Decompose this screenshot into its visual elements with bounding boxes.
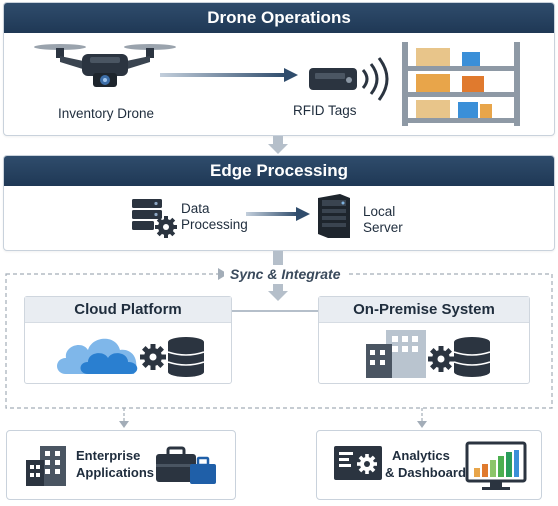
data-processing-icon [132,199,177,238]
drone-operations-title: Drone Operations [4,3,554,33]
onprem-database-icon [453,337,491,377]
cloud-gear-icon [140,344,166,370]
local-server-label-line2: Server [363,220,403,235]
processing-to-server-arrow [246,207,310,221]
cloud-database-icon [167,337,205,377]
to-enterprise-arrow [119,408,129,428]
analytics-gear-panel-icon [334,446,382,480]
cloud-icon [57,338,138,374]
enterprise-label-line1: Enterprise [76,448,141,463]
rfid-tag-icon [309,57,389,101]
sync-integrate-label: Sync & Integrate [224,266,347,282]
local-server-icon [318,194,350,238]
cloud-platform-title: Cloud Platform [25,297,231,323]
data-processing-label-line2: Processing [181,217,248,232]
dashboard-monitor-icon [465,441,527,490]
edge-processing-panel: Edge Processing [3,155,555,251]
onprem-building-icon [366,330,426,378]
analytics-label-line1: Analytics [392,448,450,463]
drone-label: Inventory Drone [58,106,155,121]
edge-to-sync-connector [273,251,283,265]
enterprise-building-icon [26,446,66,486]
briefcase-icon [156,446,216,484]
drone-icon [34,44,176,87]
local-server-label-line1: Local [363,204,396,219]
onprem-system-title: On-Premise System [319,297,529,323]
analytics-label-line2: & Dashboard [385,465,466,480]
rfid-label: RFID Tags [293,103,357,118]
to-analytics-arrow [417,408,427,428]
cloud-onprem-link [232,310,318,312]
onprem-gear-icon [428,346,454,372]
edge-processing-title: Edge Processing [4,156,554,186]
drone-to-rfid-arrow [160,68,298,82]
warehouse-shelf-icon [402,42,520,126]
sync-down-arrow [268,284,288,301]
data-processing-label-line1: Data [181,201,210,216]
enterprise-label-line2: Applications [76,465,155,480]
drone-to-edge-connector [268,136,288,154]
